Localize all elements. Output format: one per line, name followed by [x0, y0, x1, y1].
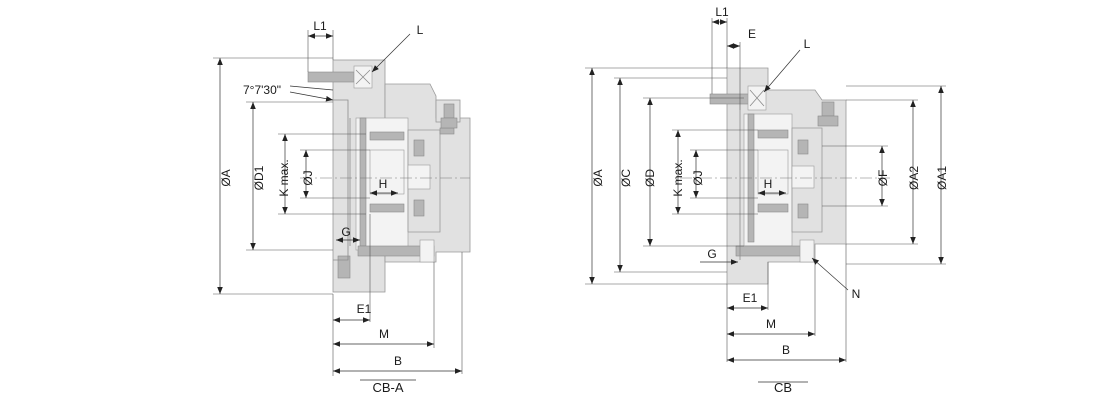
cb-a-k-max-label: K max.	[277, 159, 291, 196]
cb-dia-c-label: ØC	[619, 169, 633, 187]
cb-a-extension-lines	[213, 30, 463, 376]
cb-e1-label: E1	[743, 291, 758, 305]
cb-a-caption: CB-A	[372, 380, 403, 395]
cb-l1-label: L1	[715, 5, 729, 19]
cb-dia-a1-label: ØA1	[935, 166, 949, 190]
cb-dia-a-label: ØA	[591, 169, 605, 186]
cb-m-label: M	[766, 317, 776, 331]
cb-a-g-label: G	[341, 225, 350, 239]
cb-caption: CB	[774, 380, 792, 395]
cb-a-dia-j-label: ØJ	[301, 170, 315, 185]
cb-l-label: L	[804, 37, 811, 51]
cb-a-dimension-lines	[217, 33, 462, 381]
cb-a-m-label: M	[379, 327, 389, 341]
cb-n-label: N	[852, 287, 861, 301]
view-cb-a: ØA ØD1 K max. ØJ H G L L1 7°7'30" E1 M B…	[213, 19, 471, 395]
cb-dia-j-label: ØJ	[691, 170, 705, 185]
cb-g-label: G	[707, 247, 716, 261]
cb-a-angle-label: 7°7'30"	[243, 83, 281, 97]
cb-a-l-label: L	[417, 23, 424, 37]
cb-b-label: B	[782, 343, 790, 357]
cb-a-e1-label: E1	[357, 302, 372, 316]
view-cb: ØA ØC ØD K max. ØJ ØF ØA2 ØA1 H G L L1 E…	[585, 5, 949, 395]
cb-a-l1-label: L1	[313, 19, 327, 33]
cb-e-label: E	[748, 27, 756, 41]
cb-a-b-label: B	[394, 354, 402, 368]
cb-dia-a2-label: ØA2	[907, 166, 921, 190]
cb-h-label: H	[764, 177, 773, 191]
cb-dia-f-label: ØF	[876, 170, 890, 187]
cb-k-max-label: K max.	[671, 159, 685, 196]
cb-dimension-lines	[589, 19, 944, 383]
cb-a-body	[307, 59, 471, 293]
cb-dia-d-label: ØD	[643, 169, 657, 187]
cb-extension-lines	[585, 18, 946, 362]
cb-a-h-label: H	[379, 177, 388, 191]
cb-a-dia-a-label: ØA	[219, 169, 233, 186]
cb-body	[709, 67, 847, 285]
cb-a-dia-d1-label: ØD1	[252, 165, 266, 190]
